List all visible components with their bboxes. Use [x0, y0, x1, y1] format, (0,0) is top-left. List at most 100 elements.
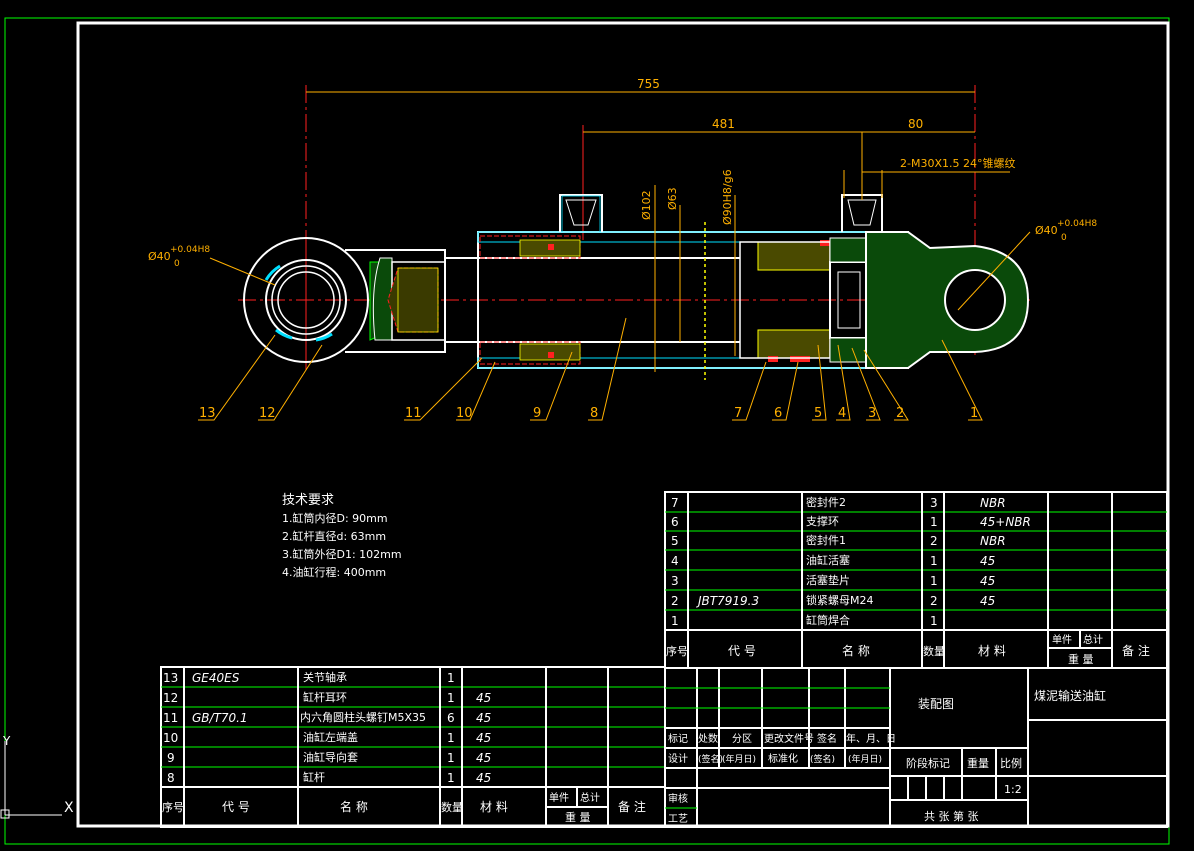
bom-r-no: 7 [671, 496, 679, 510]
bom-l-no: 12 [163, 691, 178, 705]
bom-l-no: 11 [163, 711, 178, 725]
bom-r-no: 2 [671, 594, 679, 608]
bom-r-mat: NBR [980, 496, 1006, 510]
bom-r-h-weight: 重 量 [1068, 652, 1094, 666]
rev-date: 年、月、日 [846, 732, 896, 745]
bom-r-h-total: 总计 [1083, 633, 1103, 646]
tech-req-item: 3.缸筒外径D1: 102mm [282, 547, 402, 561]
design-label: 设计 [668, 752, 688, 765]
bom-r-no: 5 [671, 534, 679, 548]
bom-l-h-no: 序号 [162, 800, 184, 814]
bom-r-h-no: 序号 [666, 644, 688, 658]
dim-overall: 755 [637, 77, 660, 91]
bom-l-h-weight: 重 量 [565, 810, 591, 824]
review-label: 审核 [668, 792, 688, 805]
bom-l-mat: 45 [476, 711, 491, 725]
std-label: 标准化 [768, 752, 798, 765]
balloon-7: 7 [734, 406, 742, 421]
dim-pin-left: Ø40 [148, 250, 171, 263]
drawing-name: 装配图 [918, 697, 954, 711]
bom-r-mat: NBR [980, 534, 1006, 548]
balloon-4: 4 [838, 406, 846, 421]
bom-l-qty: 1 [447, 751, 455, 765]
product-name: 煤泥输送油缸 [1034, 688, 1106, 703]
bom-l-no: 8 [167, 771, 175, 785]
dim-pin-right-upper: +0.04H8 [1057, 219, 1097, 229]
bom-l-h-unit: 单件 [549, 792, 569, 804]
ucs-x-label: X [64, 800, 74, 816]
bom-l-h-name: 名 称 [340, 799, 368, 814]
bom-l-code: GE40ES [192, 671, 240, 685]
stage-mark-label: 阶段标记 [906, 756, 950, 770]
bom-l-qty: 1 [447, 671, 455, 685]
bom-l-h-code: 代 号 [222, 800, 250, 814]
tech-req-item: 2.缸杆直径d: 63mm [282, 529, 386, 543]
dim-pin-right: Ø40 [1035, 224, 1058, 237]
dim-pin-left-upper: +0.04H8 [170, 245, 210, 255]
bom-r-no: 6 [671, 515, 679, 529]
balloon-leaders [198, 317, 983, 421]
balloon-numbers: 13 12 11 10 9 8 7 6 5 4 3 2 1 [199, 406, 978, 421]
dim-thread: 2-M30X1.5 24°锥螺纹 [900, 156, 1015, 170]
design-date: (年月日) [722, 753, 756, 765]
design-sign: (签名) [698, 753, 723, 765]
balloon-9: 9 [533, 406, 541, 421]
balloon-10: 10 [456, 406, 473, 421]
balloon-3: 3 [868, 406, 876, 421]
dim-pin-left-lower: 0 [174, 259, 180, 269]
cylinder-assembly[interactable] [198, 85, 1031, 421]
dim-pin-right-lower: 0 [1061, 233, 1067, 243]
bom-r-h-qty: 数量 [923, 645, 945, 658]
balloon-13: 13 [199, 406, 216, 421]
rev-doc: 更改文件号 [764, 732, 814, 745]
bom-r-name: 锁紧螺母M24 [806, 593, 874, 607]
bom-l-name: 油缸导向套 [303, 750, 358, 764]
bom-r-qty: 1 [930, 515, 938, 529]
balloon-11: 11 [405, 406, 422, 421]
dim-bore: Ø90H8/g6 [721, 169, 734, 225]
tech-req-title: 技术要求 [282, 493, 334, 508]
std-date: (年月日) [848, 753, 882, 765]
bom-l-name: 内六角圆柱头螺钉M5X35 [300, 710, 426, 724]
bom-l-qty: 1 [447, 731, 455, 745]
bom-r-name: 密封件2 [806, 495, 846, 509]
bom-r-no: 3 [671, 574, 679, 588]
ucs-icon: Y X [0, 734, 74, 819]
tech-requirements: 技术要求 1.缸筒内径D: 90mm 2.缸杆直径d: 63mm 3.缸筒外径D… [282, 493, 402, 579]
bom-r-name: 油缸活塞 [806, 553, 850, 567]
balloon-8: 8 [590, 406, 598, 421]
balloon-5: 5 [814, 406, 822, 421]
dim-rod: Ø63 [666, 187, 679, 210]
bom-r-h-name: 名 称 [842, 643, 870, 658]
std-sign: (签名) [810, 753, 835, 765]
scale-label: 比例 [1000, 756, 1022, 770]
bom-l-qty: 1 [447, 691, 455, 705]
bom-l-h-total: 总计 [580, 791, 600, 804]
balloon-2: 2 [896, 406, 904, 421]
bom-l-h-mat: 材 料 [480, 800, 508, 814]
bom-r-h-mat: 材 料 [978, 644, 1006, 658]
bom-r-mat: 45 [980, 594, 995, 608]
sheets-label: 共 张 第 张 [924, 809, 979, 823]
bom-r-name: 活塞垫片 [806, 573, 850, 587]
bom-r-name: 缸筒焊合 [806, 613, 850, 627]
bom-r-qty: 2 [930, 594, 938, 608]
bom-l-mat: 45 [476, 771, 491, 785]
bom-r-h-note: 备 注 [1122, 643, 1150, 658]
bom-r-qty: 3 [930, 496, 938, 510]
bom-r-mat: 45+NBR [980, 515, 1031, 529]
bom-l-no: 10 [163, 731, 178, 745]
dimension-lines [209, 91, 1031, 372]
rev-zone: 分区 [732, 733, 752, 745]
bom-r-no: 1 [671, 614, 679, 628]
bom-l-name: 缸杆 [303, 770, 325, 784]
drawing-frame [4, 17, 1170, 845]
rev-mark: 标记 [668, 733, 688, 745]
bom-r-mat: 45 [980, 554, 995, 568]
bom-l-h-note: 备 注 [618, 799, 646, 814]
weight-label: 重量 [967, 756, 989, 770]
bom-l-code: GB/T70.1 [192, 711, 248, 725]
bom-r-mat: 45 [980, 574, 995, 588]
title-block: 装配图 煤泥输送油缸 标记 处数 分区 更改文件号 签名 年、月、日 设计 (签… [664, 667, 1168, 828]
